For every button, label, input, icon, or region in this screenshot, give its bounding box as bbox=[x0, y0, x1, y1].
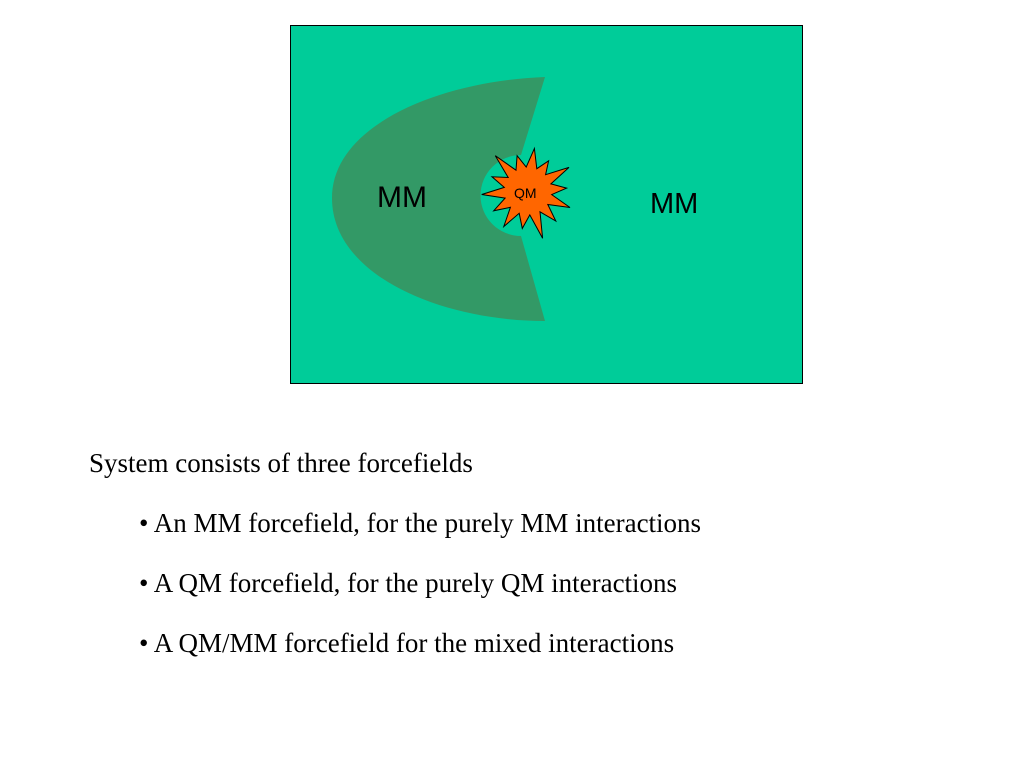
qmmm-region-diagram: MM MM QM bbox=[290, 25, 803, 384]
intro-line: System consists of three forcefields bbox=[89, 448, 473, 478]
outer-mm-label: MM bbox=[650, 188, 698, 220]
list-item: • A QM forcefield, for the purely QM int… bbox=[139, 568, 678, 598]
inner-mm-region bbox=[332, 77, 545, 321]
description-text: System consists of three forcefields • A… bbox=[89, 445, 989, 661]
list-item: • A QM/MM forcefield for the mixed inter… bbox=[139, 628, 675, 658]
forcefield-list: • An MM forcefield, for the purely MM in… bbox=[89, 505, 989, 661]
qm-core-burst bbox=[481, 146, 571, 239]
qm-core-label: QM bbox=[514, 185, 537, 201]
list-item: • An MM forcefield, for the purely MM in… bbox=[139, 508, 702, 538]
inner-mm-label: MM bbox=[377, 181, 427, 214]
diagram-canvas: MM MM QM bbox=[290, 25, 803, 384]
